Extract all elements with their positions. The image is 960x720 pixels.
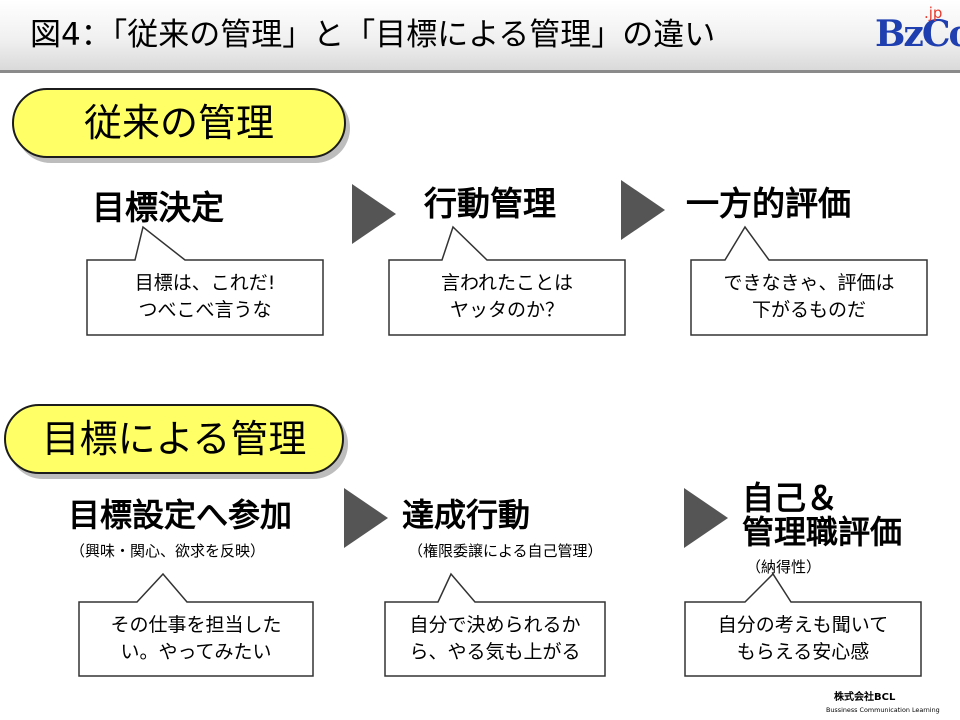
step-note: （納得性） [746,558,822,576]
step-self-manager-evaluation-line1: 自己＆ [742,479,839,517]
arrow-right-icon [344,488,388,548]
mbo-label: 目標による管理 [41,417,307,461]
logo-suffix: .jp [924,4,943,22]
speech-bubble [384,572,606,677]
bubble-text: 言われたことは ヤッタのか？ [440,272,574,321]
bubble-text: できなきゃ、評価は 下がるものだ [723,272,895,321]
arrow-right-icon [621,180,665,240]
step-action-control: 行動管理 [424,184,556,223]
mbo-label-pill: 目標による管理 [4,404,344,474]
step-goal-participation: 目標設定へ参加 [68,496,293,534]
header-bar [0,0,960,72]
company-tagline: Bussiness Communication Learning [826,706,940,714]
speech-bubble [86,225,324,336]
speech-bubble [690,225,928,336]
bzcom-logo: BzCom [875,13,960,55]
step-goal-decision: 目標決定 [92,188,224,227]
step-achievement-action: 達成行動 [402,496,531,534]
arrow-right-icon [684,488,728,548]
company-name: 株式会社BCL [834,692,896,703]
step-self-manager-evaluation-line2: 管理職評価 [742,513,903,551]
speech-bubble [78,572,314,677]
speech-bubble [684,572,922,677]
page-title: 図4：「従来の管理」と「目標による管理」の違い [30,17,716,53]
bubble-text: その仕事を担当した い。やってみたい [110,614,282,663]
bubble-text: 目標は、これだ! つべこべ言うな [134,272,276,321]
step-note: （興味・関心、欲求を反映） [70,542,266,560]
header-divider [0,70,960,73]
traditional-label: 従来の管理 [83,101,274,145]
bubble-text: 自分の考えも聞いて もらえる安心感 [717,614,889,663]
step-one-way-evaluation: 一方的評価 [686,184,851,223]
step-note: （権限委譲による自己管理） [408,542,603,560]
arrow-right-icon [352,184,396,244]
traditional-label-pill: 従来の管理 [12,88,346,158]
bubble-text: 自分で決められるか ら、やる気も上がる [409,614,581,663]
speech-bubble [388,225,626,336]
